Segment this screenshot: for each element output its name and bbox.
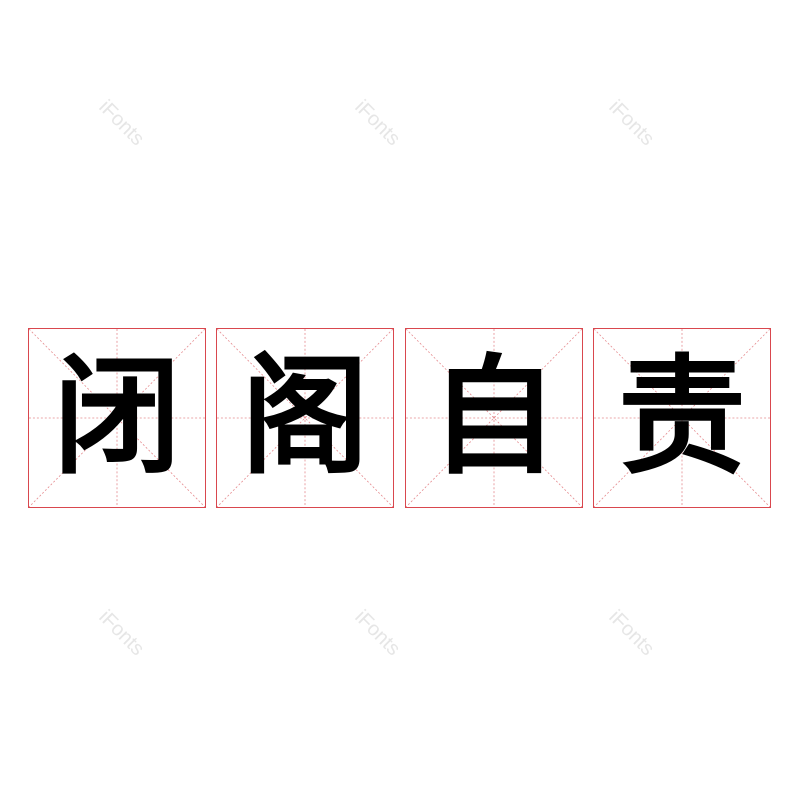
character-glyph: 闭 <box>52 343 181 492</box>
character-glyph: 自 <box>429 343 558 492</box>
character-glyph: 责 <box>617 343 746 492</box>
watermark: iFonts <box>350 606 405 661</box>
grid-cell-2: 阁 <box>216 328 394 508</box>
practice-grid-lines <box>217 329 393 507</box>
watermark: iFonts <box>604 606 659 661</box>
watermark: iFonts <box>350 96 405 151</box>
character-glyph: 阁 <box>240 343 369 492</box>
watermark: iFonts <box>604 96 659 151</box>
practice-grid-lines <box>29 329 205 507</box>
grid-cell-3: 自 <box>405 328 583 508</box>
watermark: iFonts <box>94 606 149 661</box>
grid-cell-4: 责 <box>593 328 771 508</box>
watermark: iFonts <box>94 96 149 151</box>
grid-cell-1: 闭 <box>28 328 206 508</box>
practice-grid-lines <box>594 329 770 507</box>
practice-grid-lines <box>406 329 582 507</box>
